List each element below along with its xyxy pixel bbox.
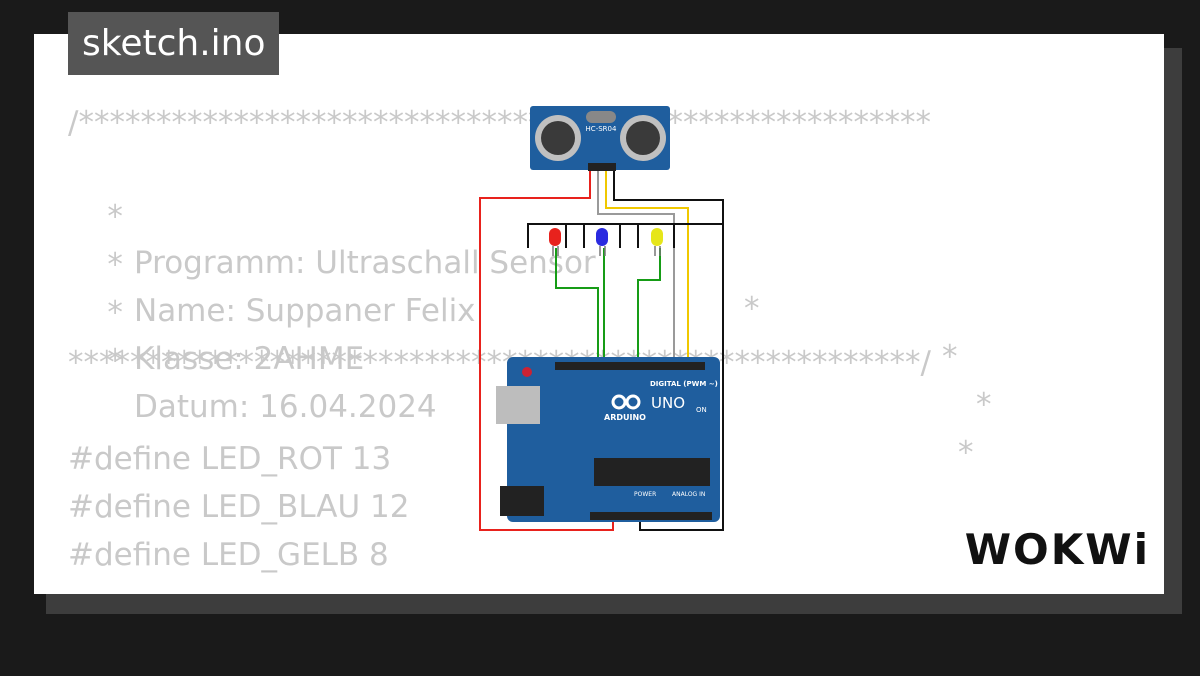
sensor-label: HC-SR04 bbox=[586, 125, 617, 133]
power-jack bbox=[500, 486, 544, 516]
wire-green-led1 bbox=[555, 248, 599, 362]
usb-port bbox=[496, 386, 540, 424]
uno-label: UNO bbox=[651, 394, 685, 412]
red-led[interactable] bbox=[549, 228, 561, 256]
ultrasonic-sensor[interactable]: HC-SR04 bbox=[530, 106, 670, 171]
end-marker: * bbox=[976, 387, 992, 423]
on-label: ON bbox=[696, 406, 707, 414]
end-marker: * bbox=[744, 291, 760, 327]
code-line-date: * Datum: 16.04.2024 * bbox=[68, 292, 973, 471]
power-label: POWER bbox=[634, 491, 656, 498]
yellow-led[interactable] bbox=[651, 228, 663, 256]
microcontroller-chip bbox=[594, 458, 710, 486]
end-marker: * bbox=[942, 339, 958, 375]
code-line-define-gelb: #define LED_GELB 8 bbox=[68, 537, 389, 573]
wire-green-led3 bbox=[637, 248, 661, 362]
code-line-comment-close: ****************************************… bbox=[68, 345, 931, 381]
arduino-uno-board[interactable]: DIGITAL (PWM ~) UNO ARDUINO ON POWER ANA… bbox=[496, 357, 720, 522]
code-line-define-blau: #define LED_BLAU 12 bbox=[68, 489, 410, 525]
power-analog-header bbox=[590, 512, 712, 520]
comment-marker: * bbox=[107, 295, 123, 331]
reset-button bbox=[522, 367, 532, 377]
code-preview: /***************************************… bbox=[68, 100, 992, 676]
analog-label: ANALOG IN bbox=[672, 491, 705, 498]
date-text: Datum: 16.04.2024 bbox=[134, 389, 437, 425]
led-frame-2 bbox=[583, 223, 621, 248]
arduino-label: ARDUINO bbox=[604, 413, 646, 422]
code-line-class: * Klasse: 2AHME * bbox=[68, 244, 991, 423]
circuit-diagram: HC-SR04 DIGITAL (PWM ~) UNO ARDUINO ON P… bbox=[479, 106, 724, 531]
end-marker: * bbox=[958, 435, 974, 471]
code-line-program: * Programm: Ultraschall Sensor * bbox=[68, 148, 759, 327]
digital-header bbox=[555, 362, 705, 370]
blue-led[interactable] bbox=[596, 228, 608, 256]
wire-gray-trig bbox=[597, 166, 675, 362]
class-text: Klasse: 2AHME bbox=[134, 341, 365, 377]
name-text: Name: Suppaner Felix bbox=[134, 293, 476, 329]
comment-marker: * bbox=[107, 199, 123, 235]
wire-red-5v bbox=[479, 166, 614, 531]
led-frame-1 bbox=[527, 223, 567, 248]
comment-marker: * bbox=[107, 247, 123, 283]
file-tab[interactable]: sketch.ino bbox=[68, 12, 280, 75]
code-line-name: * Name: Suppaner Felix * bbox=[68, 196, 957, 375]
code-line-define-rot: #define LED_ROT 13 bbox=[68, 441, 392, 477]
program-text: Programm: Ultraschall Sensor bbox=[134, 245, 596, 281]
wire-yellow-echo bbox=[605, 166, 689, 362]
wire-black-gnd bbox=[613, 166, 724, 531]
led-frame-3 bbox=[637, 223, 675, 248]
code-line-comment-open: /***************************************… bbox=[68, 105, 931, 141]
infinity-logo-right bbox=[625, 394, 641, 410]
wokwi-logo: WOKWi bbox=[964, 525, 1150, 574]
infinity-logo-left bbox=[611, 394, 627, 410]
digital-label: DIGITAL (PWM ~) bbox=[650, 380, 718, 388]
comment-marker: * bbox=[107, 343, 123, 379]
